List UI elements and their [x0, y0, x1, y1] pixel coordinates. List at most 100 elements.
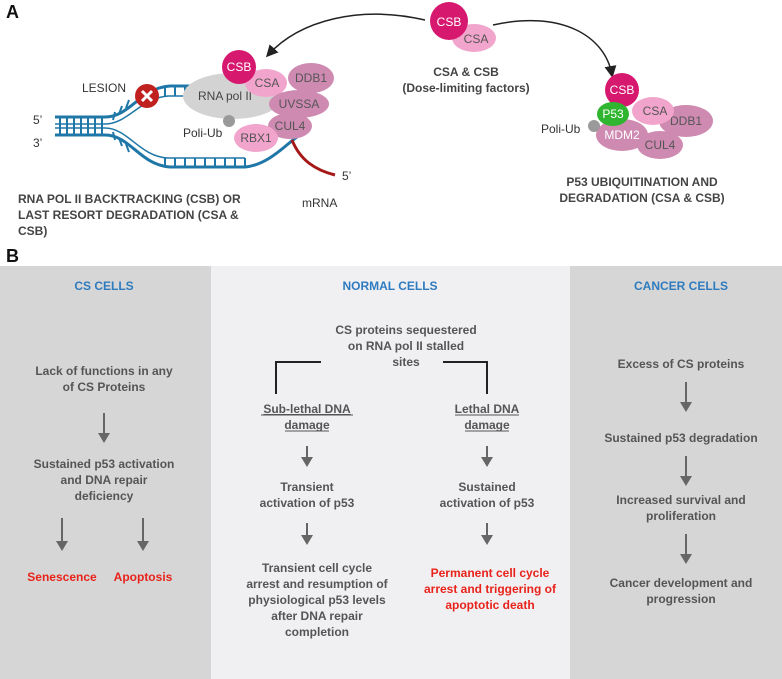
- top-csb-protein: [430, 2, 468, 40]
- right-poliub-marker: [588, 120, 600, 132]
- right-poliub-label: Poli-Ub: [541, 122, 581, 136]
- right-cul4-protein: [637, 131, 683, 159]
- cancer-step4-line1: Cancer development and: [610, 576, 753, 590]
- cs-cells-title: CS CELLS: [74, 279, 133, 293]
- right-mdm2-label: MDM2: [604, 128, 640, 142]
- normal-left-out-line3: physiological p53 levels: [248, 593, 386, 607]
- left-ddb1-label: DDB1: [295, 71, 327, 85]
- left-cul4-label: CUL4: [275, 119, 306, 133]
- normal-sublethal-line2: damage: [284, 418, 330, 432]
- cancer-cells-panel: [570, 266, 782, 679]
- cancer-step1: Excess of CS proteins: [618, 357, 745, 371]
- left-caption-2: LAST RESORT DEGRADATION (CSA &: [18, 208, 239, 222]
- normal-right-out-line3: apoptotic death: [445, 598, 534, 612]
- cancer-step4-line2: progression: [646, 592, 715, 606]
- right-csa-label: CSA: [643, 104, 668, 118]
- right-p53-protein: [597, 102, 629, 126]
- normal-top-line3: sites: [392, 355, 420, 369]
- arrow-to-rnapol-complex: [265, 13, 426, 58]
- normal-lethal-line2: damage: [464, 418, 510, 432]
- cs-step1-line1: Lack of functions in any: [35, 364, 173, 378]
- normal-right-arrow-2: [481, 523, 493, 545]
- normal-cells-panel: [211, 266, 570, 679]
- right-mdm2-protein: [596, 119, 648, 151]
- left-caption-3: CSB): [18, 224, 47, 238]
- lesion-x-icon: [140, 89, 154, 103]
- left-poliub-label: Poli-Ub: [183, 126, 223, 140]
- left-csa-label: CSA: [255, 76, 280, 90]
- normal-left-out-line1: Transient cell cycle: [262, 561, 372, 575]
- normal-top-line2: on RNA pol II stalled: [348, 339, 464, 353]
- cs-cells-panel: [0, 266, 211, 679]
- right-p53-label: P53: [602, 107, 624, 121]
- cancer-step3-line2: proliferation: [646, 509, 716, 523]
- five-prime-top-label: 5’: [33, 113, 42, 127]
- left-uvssa-label: UVSSA: [279, 97, 320, 111]
- left-poliub-marker: [223, 115, 235, 127]
- left-csa-protein: [245, 69, 287, 97]
- normal-left-mid-line1: Transient: [280, 480, 333, 494]
- normal-right-mid-line2: activation of p53: [440, 496, 535, 510]
- right-caption-2: DEGRADATION (CSA & CSB): [559, 191, 724, 205]
- normal-lethal-line1: Lethal DNA: [455, 402, 520, 416]
- left-csb-protein: [222, 50, 256, 84]
- mrna-label: mRNA: [302, 196, 337, 210]
- cancer-step2: Sustained p53 degradation: [604, 431, 757, 445]
- normal-left-arrow-1: [301, 446, 313, 467]
- normal-bracket-left: [275, 361, 321, 394]
- right-csa-protein: [632, 97, 674, 125]
- cs-arrow-1: [98, 413, 110, 443]
- center-title-2: (Dose-limiting factors): [402, 81, 529, 95]
- left-csb-label: CSB: [227, 60, 252, 74]
- cancer-arrow-2: [680, 456, 692, 486]
- normal-right-mid-line1: Sustained: [458, 480, 515, 494]
- three-prime-bottom-label: 3’: [33, 136, 42, 150]
- cancer-cells-title: CANCER CELLS: [634, 279, 728, 293]
- normal-cells-title: NORMAL CELLS: [342, 279, 437, 293]
- panel-b-label: B: [6, 246, 19, 266]
- normal-left-arrow-2: [301, 523, 313, 545]
- cancer-arrow-1: [680, 382, 692, 412]
- cs-step2-line3: deficiency: [75, 489, 134, 503]
- cancer-arrow-3: [680, 534, 692, 564]
- normal-left-out-line2: arrest and resumption of: [246, 577, 388, 591]
- cs-outcome-senescence: Senescence: [27, 570, 97, 584]
- normal-left-out-line4: after DNA repair: [271, 609, 363, 623]
- center-title-1: CSA & CSB: [433, 65, 499, 79]
- cs-arrow-senescence: [56, 518, 68, 551]
- top-csa-label: CSA: [464, 32, 489, 46]
- mrna-strand: [290, 139, 336, 177]
- cs-outcome-apoptosis: Apoptosis: [114, 570, 173, 584]
- normal-right-arrow-1: [481, 446, 493, 467]
- cs-step2-line2: and DNA repair: [61, 473, 148, 487]
- left-caption-1: RNA POL II BACKTRACKING (CSB) OR: [18, 192, 241, 206]
- cs-step1-line2: of CS Proteins: [63, 380, 146, 394]
- panel-a-label: A: [6, 2, 19, 22]
- left-ddb1-protein: [288, 63, 334, 93]
- normal-top-line1: CS proteins sequestered: [335, 323, 476, 337]
- left-rbx1-label: RBX1: [240, 131, 272, 145]
- right-cul4-label: CUL4: [645, 138, 676, 152]
- left-uvssa-protein: [269, 90, 329, 118]
- right-csb-label: CSB: [610, 83, 635, 97]
- left-rbx1-protein: [234, 124, 278, 152]
- rna-pol-ii-label: RNA pol II: [198, 89, 252, 103]
- normal-sublethal-line1: Sub-lethal DNA: [263, 402, 351, 416]
- arrow-to-p53-complex: [492, 19, 617, 78]
- cancer-step3-line1: Increased survival and: [616, 493, 745, 507]
- normal-left-out-line5: completion: [285, 625, 349, 639]
- right-caption-1: P53 UBIQUITINATION AND: [566, 175, 718, 189]
- cs-arrow-apoptosis: [137, 518, 149, 551]
- right-csb-protein: [605, 73, 639, 107]
- normal-bracket-right: [443, 361, 488, 394]
- right-ddb1-label: DDB1: [670, 114, 702, 128]
- left-cul4-protein: [268, 113, 312, 139]
- normal-left-mid-line2: activation of p53: [260, 496, 355, 510]
- lesion-label: LESION: [82, 81, 126, 95]
- normal-right-out-line2: arrest and triggering of: [424, 582, 557, 596]
- mrna-five-prime-label: 5’: [342, 169, 351, 183]
- normal-right-out-line1: Permanent cell cycle: [431, 566, 550, 580]
- cs-step2-line1: Sustained p53 activation: [34, 457, 175, 471]
- top-csb-label: CSB: [437, 15, 462, 29]
